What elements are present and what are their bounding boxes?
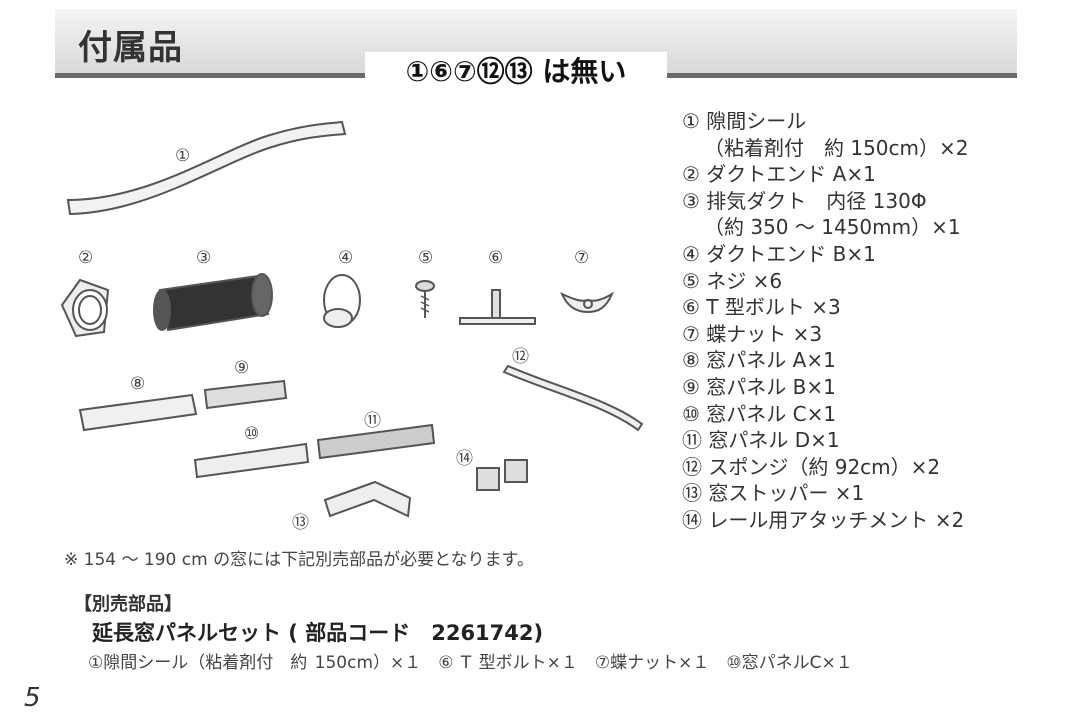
parts-list-item: ⑩ 窓パネル C×1	[682, 401, 837, 426]
parts-list-item: ⑭ レール用アタッチメント ×2	[682, 507, 965, 532]
parts-list-item: ③ 排気ダクト 内径 130Φ	[682, 188, 927, 213]
separately-sold-title: 【別売部品】	[74, 594, 182, 615]
page-number: 5	[24, 683, 41, 713]
seal-strip-drawing	[66, 120, 347, 216]
duct-end-a-drawing	[60, 278, 110, 338]
missing-parts-note: ①⑥⑦⑫⑬ は無い	[365, 52, 667, 92]
label-13: ⑬	[292, 513, 309, 533]
label-10: ⑩	[244, 424, 260, 444]
window-panel-b-drawing	[203, 379, 288, 410]
label-6: ⑥	[488, 248, 504, 268]
parts-list-item: ⑦ 蝶ナット ×3	[682, 321, 823, 346]
parts-list-item: （粘着剤付 約 150cm）×2	[704, 135, 969, 160]
screw-drawing	[415, 280, 435, 318]
window-panel-d-drawing	[316, 423, 436, 460]
label-7: ⑦	[574, 248, 590, 268]
parts-list-item: ⑥ T 型ボルト ×3	[682, 295, 841, 320]
parts-list-item: ⑪ 窓パネル D×1	[682, 428, 840, 453]
label-1: ①	[175, 146, 191, 166]
parts-list: ① 隙間シール （粘着剤付 約 150cm）×2 ② ダクトエンド A×1 ③ …	[682, 108, 969, 534]
label-2: ②	[78, 248, 94, 268]
label-3: ③	[196, 248, 212, 268]
label-14: ⑭	[456, 449, 473, 469]
parts-list-item: ④ ダクトエンド B×1	[682, 241, 876, 266]
rail-attachment-drawing	[476, 459, 528, 491]
label-8: ⑧	[130, 374, 146, 394]
duct-end-b-drawing	[323, 274, 361, 328]
footnote: ※ 154 ～ 190 cm の窓には下記別売部品が必要となります。	[64, 550, 534, 570]
window-panel-a-drawing	[78, 393, 198, 432]
parts-list-item: ⑧ 窓パネル A×1	[682, 348, 836, 373]
parts-list-item: ⑫ スポンジ（約 92cm）×2	[682, 454, 941, 479]
wing-nut-drawing	[560, 291, 615, 314]
separately-sold-items: ①隙間シール（粘着剤付 約 150cm）×１ ⑥ T 型ボルト×１ ⑦蝶ナット×…	[88, 653, 853, 673]
parts-list-item: ② ダクトエンド A×1	[682, 162, 876, 187]
t-bolt-drawing	[459, 289, 536, 325]
parts-list-item: ⑤ ネジ ×6	[682, 268, 783, 293]
exhaust-duct-drawing	[153, 273, 273, 332]
parts-list-item: ⑨ 窓パネル B×1	[682, 374, 836, 399]
window-stopper-drawing	[323, 480, 412, 518]
separately-sold-name: 延長窓パネルセット ( 部品コード 2261742)	[92, 621, 544, 645]
label-12: ⑫	[512, 347, 529, 367]
label-5: ⑤	[418, 248, 434, 268]
window-panel-c-drawing	[193, 442, 310, 479]
label-4: ④	[338, 248, 354, 268]
section-title: 付属品	[78, 28, 183, 68]
parts-list-item: ⑬ 窓ストッパー ×1	[682, 481, 865, 506]
sponge-drawing	[502, 364, 644, 432]
parts-list-item: （約 350 ～ 1450mm）×1	[704, 215, 961, 240]
label-11: ⑪	[364, 411, 381, 431]
parts-list-item: ① 隙間シール	[682, 109, 807, 133]
label-9: ⑨	[234, 358, 250, 378]
